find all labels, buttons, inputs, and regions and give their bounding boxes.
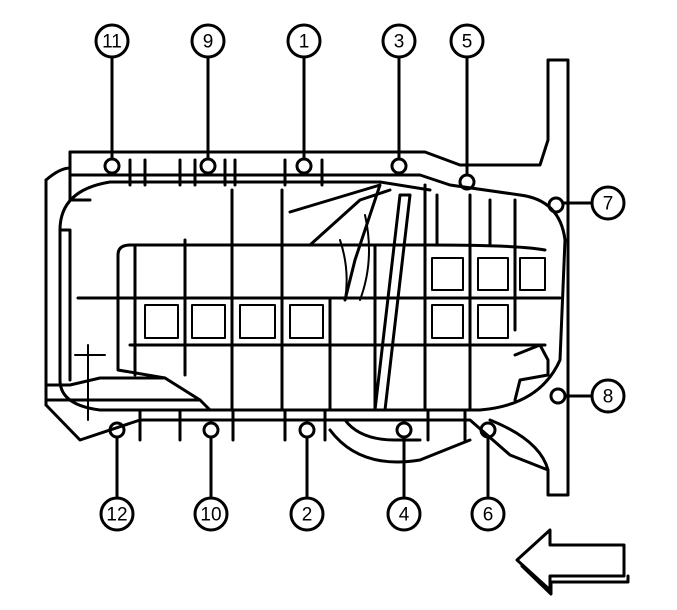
callout-12: 12 bbox=[99, 496, 135, 532]
direction-arrow-icon bbox=[515, 528, 630, 596]
svg-text:11: 11 bbox=[102, 32, 122, 53]
callout-7: 7 bbox=[590, 185, 626, 221]
bolt-hole-10 bbox=[202, 421, 220, 439]
svg-text:12: 12 bbox=[106, 505, 127, 526]
bolt-hole-7 bbox=[547, 196, 565, 214]
bolt-hole-4 bbox=[395, 421, 413, 439]
bolt-hole-2 bbox=[298, 421, 316, 439]
callout-3: 3 bbox=[381, 23, 417, 59]
callout-circles: 11 9 1 3 5 7 8 6 4 2 10 12 bbox=[94, 23, 626, 532]
svg-text:9: 9 bbox=[203, 32, 214, 53]
callout-6: 6 bbox=[470, 496, 506, 532]
svg-text:8: 8 bbox=[603, 387, 614, 408]
callout-11: 11 bbox=[94, 23, 130, 59]
callout-1: 1 bbox=[286, 23, 322, 59]
svg-text:7: 7 bbox=[603, 194, 614, 215]
svg-text:4: 4 bbox=[399, 505, 410, 526]
bolt-hole-8 bbox=[549, 387, 567, 405]
callout-8: 8 bbox=[590, 378, 626, 414]
bolt-hole-3 bbox=[390, 157, 408, 175]
callout-10: 10 bbox=[193, 496, 229, 532]
bolt-hole-11 bbox=[103, 157, 121, 175]
svg-text:10: 10 bbox=[200, 505, 221, 526]
callout-2: 2 bbox=[289, 496, 325, 532]
svg-text:3: 3 bbox=[394, 32, 405, 53]
callout-9: 9 bbox=[190, 23, 226, 59]
bolt-hole-9 bbox=[199, 157, 217, 175]
svg-text:2: 2 bbox=[302, 505, 313, 526]
leader-lines bbox=[110, 56, 594, 499]
svg-text:5: 5 bbox=[462, 32, 473, 53]
svg-text:1: 1 bbox=[299, 32, 310, 53]
oil-pan-outline bbox=[44, 58, 570, 497]
callout-4: 4 bbox=[386, 496, 422, 532]
svg-text:6: 6 bbox=[483, 505, 494, 526]
callout-5: 5 bbox=[449, 23, 485, 59]
bolt-hole-1 bbox=[295, 157, 313, 175]
